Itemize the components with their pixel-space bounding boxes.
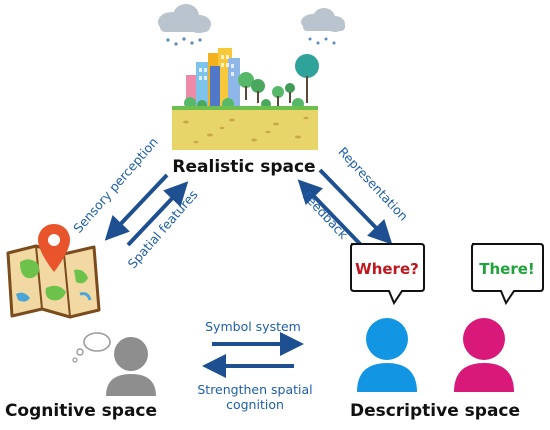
person-icon (106, 337, 156, 396)
cognitive-space-title: Cognitive space (5, 401, 157, 421)
realistic-space-title: Realistic space (172, 157, 315, 177)
label-sensory-perception: Sensory perception (70, 134, 161, 235)
thought-bubble-icon (72, 332, 111, 363)
descriptive-space-title: Descriptive space (350, 401, 520, 421)
label-symbol-system: Symbol system (205, 319, 301, 334)
cloud-icon (301, 8, 345, 45)
person-icon (454, 318, 514, 392)
where-bubble-text: Where? (355, 260, 419, 278)
label-strengthen-line2: cognition (226, 397, 284, 412)
city-icon (172, 48, 319, 150)
cloud-icon (158, 4, 211, 46)
location-pin-icon (38, 224, 70, 272)
speech-bubble-icon (350, 243, 425, 306)
label-representation: Representation (335, 144, 411, 224)
label-strengthen-line1: Strengthen spatial (197, 382, 312, 397)
arrow-sensory-perception (104, 173, 169, 241)
there-bubble-text: There! (479, 260, 535, 278)
label-spatial-features: Spatial features (125, 187, 201, 271)
arrow-representation (318, 168, 393, 245)
arrow-spatial-features (126, 181, 189, 247)
speech-bubble-icon (471, 243, 544, 306)
arrow-feedback (297, 179, 364, 248)
person-icon (357, 318, 417, 392)
